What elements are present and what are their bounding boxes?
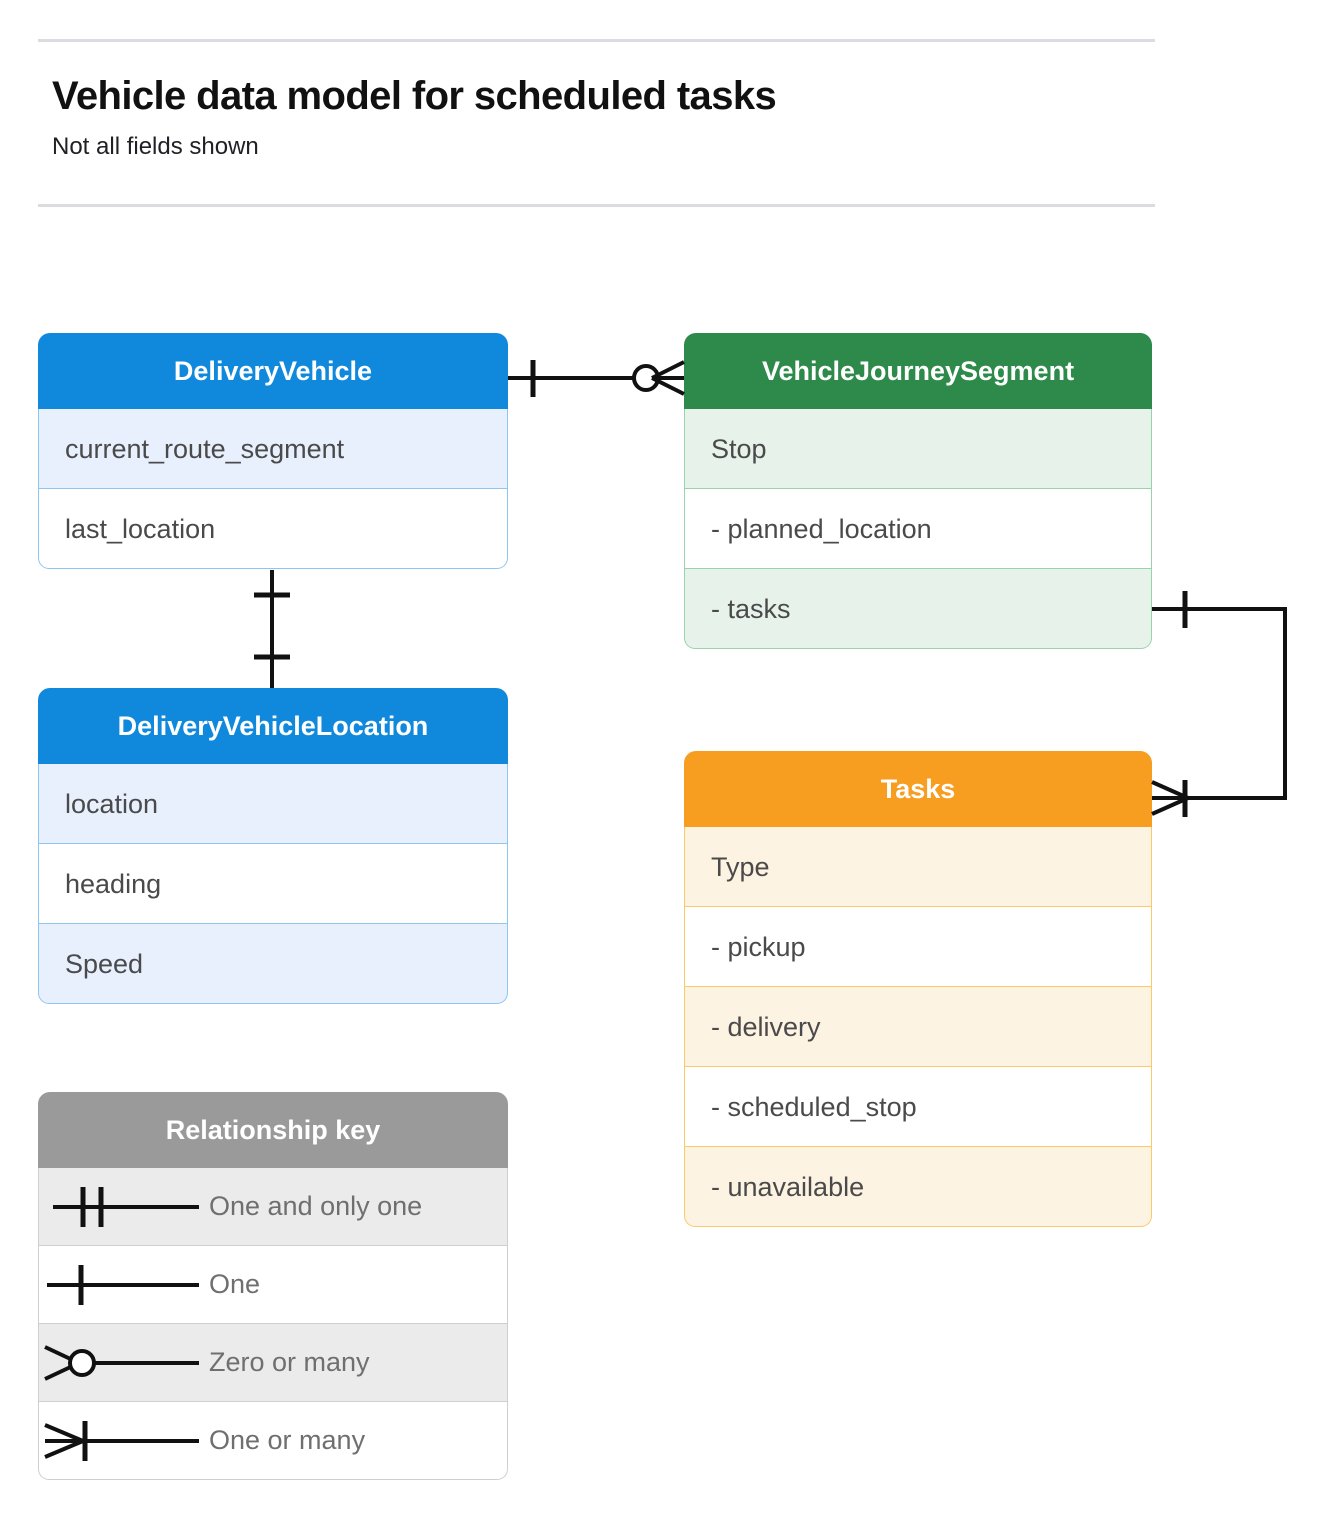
legend-item-one-or-many: One or many [38,1402,508,1480]
entity-field-row: - unavailable [684,1147,1152,1227]
legend-item-label: Zero or many [209,1347,370,1377]
entity-title-vehicle-journey-segment: VehicleJourneySegment [684,333,1152,409]
entity-field-row: - delivery [684,987,1152,1067]
entity-field-row: - pickup [684,907,1152,987]
relationship-key-legend: Relationship key One and only one One [38,1092,508,1480]
entity-field-row: - tasks [684,569,1152,649]
legend-item-one: One [38,1246,508,1324]
entity-field-row: last_location [38,489,508,569]
entity-field-row: Stop [684,409,1152,489]
entity-tasks[interactable]: Tasks Type - pickup - delivery - schedul… [684,751,1152,1227]
legend-item-one-and-only-one: One and only one [38,1168,508,1246]
entity-field-row: Type [684,827,1152,907]
connector-deliveryvehicle-vehiclejourneysegment [508,360,685,397]
one-or-many-icon [39,1402,209,1480]
legend-item-label: One [209,1269,261,1299]
one-icon [39,1246,209,1324]
header-rule-top [38,39,1155,42]
entity-title-tasks: Tasks [684,751,1152,827]
legend-item-zero-or-many: Zero or many [38,1324,508,1402]
entity-field-row: - scheduled_stop [684,1067,1152,1147]
entity-field-row: location [38,764,508,844]
legend-title: Relationship key [38,1092,508,1168]
entity-field-row: current_route_segment [38,409,508,489]
connector-vehiclejourneysegment-tasks [1151,591,1287,817]
entity-delivery-vehicle[interactable]: DeliveryVehicle current_route_segment la… [38,333,508,569]
entity-field-row: - planned_location [684,489,1152,569]
legend-item-label: One or many [209,1425,366,1455]
header-rule-bottom [38,204,1155,207]
one-and-only-one-icon [39,1168,209,1246]
entity-field-row: Speed [38,924,508,1004]
page-title: Vehicle data model for scheduled tasks [52,74,777,118]
entity-title-delivery-vehicle-location: DeliveryVehicleLocation [38,688,508,764]
connector-deliveryvehicle-deliveryvehiclelocation [254,570,290,688]
entity-field-row: heading [38,844,508,924]
entity-delivery-vehicle-location[interactable]: DeliveryVehicleLocation location heading… [38,688,508,1004]
zero-or-many-icon [39,1324,209,1402]
entity-title-delivery-vehicle: DeliveryVehicle [38,333,508,409]
page-subtitle: Not all fields shown [52,133,259,160]
entity-vehicle-journey-segment[interactable]: VehicleJourneySegment Stop - planned_loc… [684,333,1152,649]
legend-item-label: One and only one [209,1191,423,1221]
